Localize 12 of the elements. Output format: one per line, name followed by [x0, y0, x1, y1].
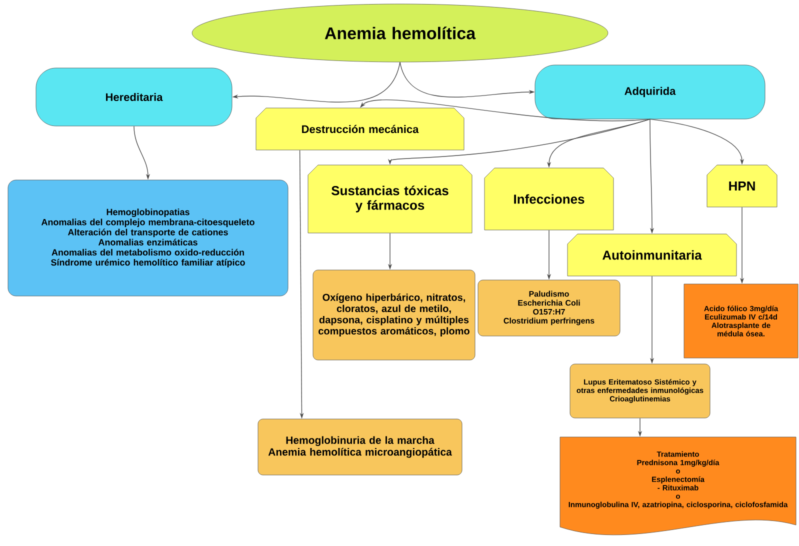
subcategory-box: HPN	[706, 164, 778, 208]
detail-box: Hemoglobinuria de la marcha Anemia hemolítica microangiopática	[258, 418, 462, 476]
arrow	[360, 100, 650, 122]
subcategory-box: Infecciones	[484, 168, 614, 230]
subcategory-box: Sustancias tóxicas y fármacos	[308, 164, 472, 234]
detail-box: Hemoglobinopatias Anomalias del complejo membrana-citoesqueleto Alteración del transporte de cationes Anomalias enzimáticas Anomalias del metabolismo oxido-reducción Síndrome urémico hemolítico familiar atípico	[8, 180, 288, 296]
detail-box: Oxígeno hiperbárico, nitratos, cloratos, azul de metilo, dapsona, cisplatino y múltiples compuestos aromáticos, plomo	[312, 270, 476, 360]
subcategory-box: Autoinmunitaria	[567, 234, 737, 276]
category-box: Hereditaria	[36, 68, 232, 126]
category-box: Adquirida	[534, 64, 766, 120]
detail-box: Paludismo Escherichia Coli O157:H7 Clostridium perfringens	[478, 280, 620, 336]
subcategory-box: Destrucción mecánica	[256, 108, 464, 150]
